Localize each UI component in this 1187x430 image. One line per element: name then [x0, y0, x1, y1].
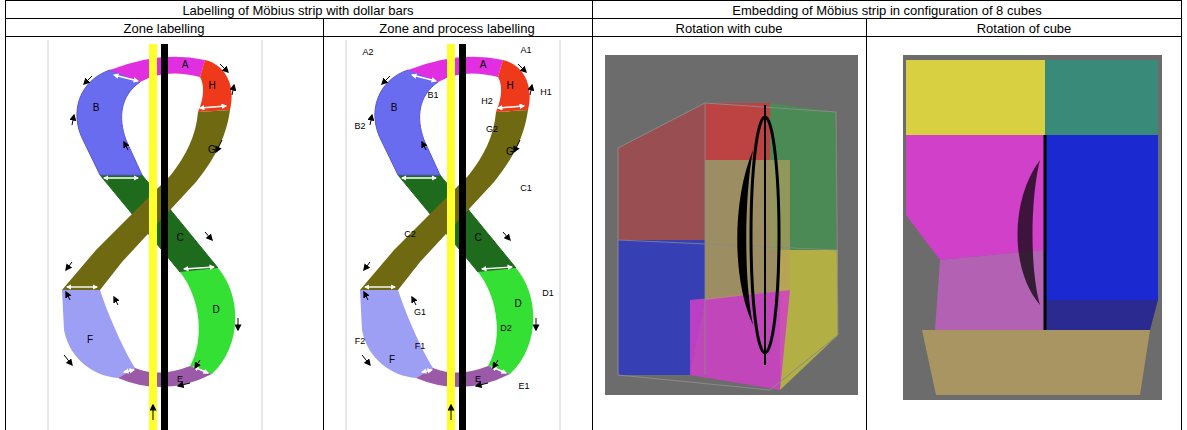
- mobius-strip: [346, 40, 560, 430]
- zone-label: G: [506, 147, 514, 157]
- zone-label: D: [514, 299, 521, 309]
- zone-label: B: [391, 103, 398, 113]
- zone-label: D: [212, 305, 219, 315]
- process-label: G2: [486, 125, 498, 134]
- zone-label: E: [475, 375, 481, 384]
- process-label: E1: [518, 382, 529, 391]
- process-label: F1: [415, 342, 426, 351]
- process-label: A2: [362, 48, 373, 57]
- zone-label: H: [506, 81, 513, 91]
- zone-label: G: [208, 145, 216, 155]
- process-label: B1: [427, 91, 438, 100]
- column-heading: Rotation with cube: [676, 21, 783, 34]
- zone-label: F: [389, 355, 395, 365]
- process-label: H2: [481, 97, 493, 106]
- zone-label: E: [177, 375, 183, 384]
- mobius-strip: [48, 40, 262, 430]
- process-label: D2: [500, 324, 512, 333]
- process-label: C2: [404, 230, 416, 239]
- process-label: C1: [520, 184, 532, 193]
- zone-label: A: [182, 60, 189, 70]
- process-label: A1: [520, 46, 531, 55]
- process-label: F2: [355, 337, 366, 346]
- process-label: B2: [354, 122, 365, 131]
- table-heading: Labelling of Möbius strip with dollar ba…: [182, 3, 413, 16]
- process-label: G1: [414, 308, 426, 317]
- cube-rotation-of: [903, 55, 1162, 400]
- zone-label: H: [208, 81, 215, 91]
- table-grid: [5, 0, 1182, 430]
- zone-label: C: [176, 233, 183, 243]
- column-heading: Zone labelling: [124, 21, 205, 34]
- process-label: D1: [542, 289, 554, 298]
- table-heading: Embedding of Möbius strip in configurati…: [732, 3, 1041, 16]
- zone-label: A: [480, 60, 487, 70]
- column-heading: Zone and process labelling: [379, 21, 534, 34]
- zone-label: C: [474, 233, 481, 243]
- zone-label: F: [87, 335, 93, 345]
- cube-rotation-with: [605, 55, 858, 395]
- process-label: H1: [540, 88, 552, 97]
- column-heading: Rotation of cube: [977, 21, 1072, 34]
- zone-label: B: [93, 103, 100, 113]
